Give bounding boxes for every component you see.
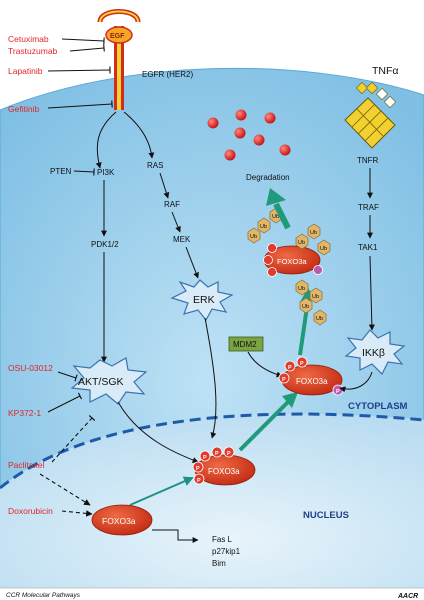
arrow-ras-raf — [159, 172, 170, 199]
mdm2-box — [228, 336, 264, 352]
nucleus — [0, 414, 424, 592]
inhibit-paclitaxel — [51, 414, 96, 463]
drug-osu: OSU-03012 — [8, 363, 53, 373]
ub-9: Ub — [302, 304, 309, 310]
arrow-akt-foxo — [117, 401, 199, 463]
erk-node — [170, 279, 234, 322]
egf-ligand — [105, 26, 133, 44]
pdk-label: PDK1/2 — [91, 240, 119, 249]
ub-1: Ub — [250, 234, 257, 240]
tnfa-label: TNFα — [372, 65, 398, 77]
target-bim: Bim — [212, 559, 226, 568]
drug-cetuximab: Cetuximab — [8, 34, 49, 44]
egf-label: EGF — [110, 33, 125, 40]
tnfr-label: TNFR — [357, 156, 379, 165]
pten-label: PTEN — [50, 167, 72, 176]
teal-arrow-3 — [273, 202, 291, 230]
drug-gefitinib: Gefitinib — [8, 104, 39, 114]
drug-lapatinib: Lapatinib — [8, 66, 43, 76]
arrow-paclitaxel-foxo — [39, 473, 91, 506]
ikkb-label: IKKβ — [362, 347, 385, 359]
pi3k-label: PI3K — [97, 168, 115, 177]
inhibit-lapatinib — [47, 66, 111, 74]
mdm2-label: MDM2 — [233, 340, 257, 349]
foxo3a-ub-label: FOXO3a — [277, 257, 307, 266]
akt-label: AKT/SGK — [78, 376, 124, 388]
phospho-p4: P — [196, 466, 200, 472]
egfr-receptor — [97, 9, 141, 110]
arrow-egfr-ras — [123, 111, 155, 159]
ubiquitin-chain-upper — [247, 207, 331, 256]
drug-paclitaxel: Paclitaxel — [8, 460, 44, 470]
tnfr-receptor — [344, 81, 397, 149]
arrow-export — [129, 476, 194, 506]
phospho-p5: P — [197, 478, 201, 484]
foxo3a-nuclear — [91, 504, 153, 536]
footer-band — [0, 588, 424, 600]
target-fasl: Fas L — [212, 535, 233, 544]
ub-6: Ub — [320, 246, 327, 252]
egfr-label: EGFR (HER2) — [142, 70, 193, 79]
foxo3a-cytoplasm — [278, 356, 344, 396]
ub-7: Ub — [298, 286, 305, 292]
phospho-p2: P — [215, 451, 219, 457]
ub-2: Ub — [260, 224, 267, 230]
arrow-egfr-pi3k — [95, 111, 117, 169]
erk-label: ERK — [193, 294, 215, 306]
mek-label: MEK — [173, 235, 191, 244]
degradation-fragments — [207, 109, 291, 161]
aacr-logo: AACR — [397, 593, 418, 600]
degradation-label: Degradation — [246, 173, 290, 182]
nucleus-label: NUCLEUS — [303, 510, 349, 521]
phospho-p1: P — [203, 455, 207, 461]
foxo3a-phospho-membrane — [192, 446, 256, 486]
foxo3a-nuclear-label: FOXO3a — [102, 516, 136, 526]
raf-label: RAF — [164, 200, 180, 209]
akt-node — [70, 357, 148, 405]
drug-kp: KP372-1 — [8, 408, 41, 418]
arrow-erk-foxo — [204, 317, 217, 439]
foxo3a-ubiquitinated — [263, 243, 323, 277]
teal-arrowhead-1 — [282, 392, 298, 408]
teal-arrowhead-3 — [266, 188, 286, 206]
target-p27: p27kip1 — [212, 547, 241, 556]
arrow-ikkb-foxo — [339, 371, 373, 393]
arrow-doxorubicin-foxo — [61, 510, 93, 517]
inhibit-trastuzumab — [69, 44, 105, 52]
phospho-c2: P — [300, 361, 304, 367]
phospho-c3: P — [282, 377, 286, 383]
ub-8: Ub — [312, 294, 319, 300]
inhibit-osu — [57, 371, 78, 382]
ub-4: Ub — [298, 240, 305, 246]
inhibit-cetuximab — [61, 37, 105, 45]
ubiquitin-chain-lower — [295, 279, 327, 326]
phospho-c4: P — [336, 389, 340, 395]
inhibit-kp — [47, 392, 83, 413]
arrow-mek-erk — [185, 246, 199, 279]
foxo3a-cyto-label: FOXO3a — [296, 377, 328, 386]
arrow-tak1-ikkb — [368, 255, 375, 331]
cytoplasm-label: CYTOPLASM — [348, 401, 408, 412]
drug-doxorubicin: Doxorubicin — [8, 506, 53, 516]
arrow-raf-mek — [171, 211, 181, 233]
footer-text: CCR Molecular Pathways — [6, 592, 81, 599]
ub-5: Ub — [310, 230, 317, 236]
inhibit-gefitinib — [47, 100, 113, 109]
ub-3: Ub — [272, 214, 279, 220]
ikkb-node — [344, 329, 406, 376]
foxo3a-phospho-label: FOXO3a — [208, 467, 240, 476]
inhibit-pten — [73, 168, 95, 176]
ras-label: RAS — [147, 161, 163, 170]
tak1-label: TAK1 — [358, 243, 378, 252]
traf-label: TRAF — [358, 203, 379, 212]
arrow-mdm2-foxo — [247, 351, 283, 378]
ub-10: Ub — [316, 316, 323, 322]
drug-trastuzumab: Trastuzumab — [8, 46, 58, 56]
phospho-p3: P — [227, 451, 231, 457]
arrow-transcription — [152, 529, 199, 543]
phospho-c1: P — [288, 365, 292, 371]
teal-arrow-1 — [238, 398, 292, 452]
